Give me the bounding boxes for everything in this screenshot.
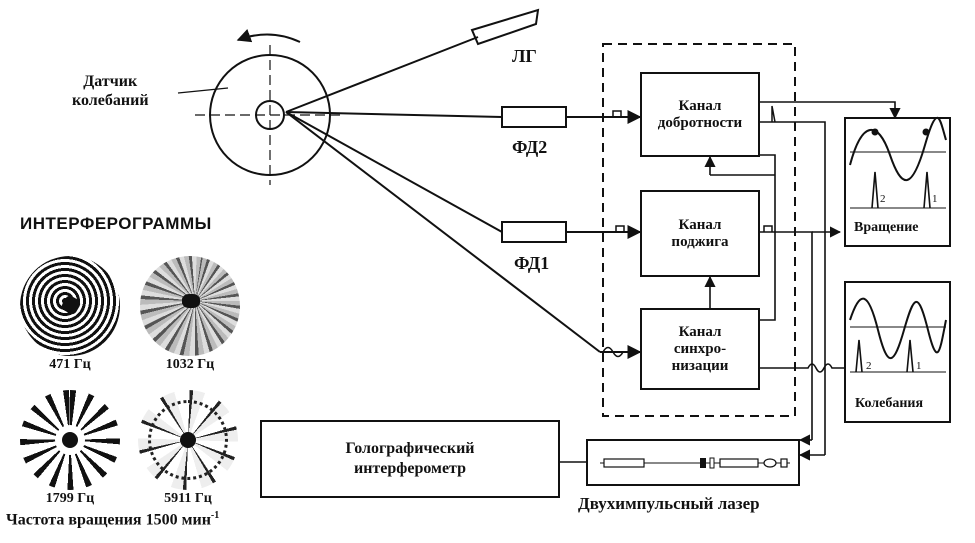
interferogram-2-image xyxy=(140,256,240,356)
holo-interferometer-block: Голографический интерферометр xyxy=(260,420,560,498)
photodiode-1-label: ФД1 xyxy=(514,253,550,273)
rotation-speed-text: Частота вращения 1500 мин xyxy=(6,511,211,529)
oscillation-scope xyxy=(844,281,951,423)
interferogram-1-freq: 471 Гц xyxy=(49,357,91,372)
photodiode-2 xyxy=(501,106,567,128)
interferogram-1-image xyxy=(20,256,120,356)
ignition-channel-block: Канал поджига xyxy=(640,190,760,277)
oscillation-scope-label: Колебания xyxy=(855,396,924,411)
oscillation-mark-1: 1 xyxy=(916,360,922,372)
interferogram-4-image xyxy=(138,390,238,490)
rotation-scope xyxy=(844,117,951,247)
rotation-speed-unit-exp: -1 xyxy=(210,510,220,521)
q-channel-block: Канал добротности xyxy=(640,72,760,157)
photodiode-2-label: ФД2 xyxy=(512,137,548,157)
laser-gun-label: ЛГ xyxy=(512,46,537,66)
double-pulse-laser-label: Двухимпульсный лазер xyxy=(578,494,760,513)
rotation-mark-2: 2 xyxy=(880,193,886,205)
sensor-pointer xyxy=(177,87,229,94)
ignition-channel-label: Канал поджига xyxy=(671,216,729,250)
interferograms-title: ИНТЕРФЕРОГРАММЫ xyxy=(20,214,212,233)
sync-channel-label: Канал синхро- низации xyxy=(671,323,729,374)
interferogram-3-freq: 1799 Гц xyxy=(45,491,95,506)
sync-channel-block: Канал синхро- низации xyxy=(640,308,760,390)
interferogram-2-freq: 1032 Гц xyxy=(165,357,215,372)
interferogram-3-image xyxy=(20,390,120,490)
q-channel-label: Канал добротности xyxy=(657,97,743,131)
vibration-sensor-disk xyxy=(195,45,345,185)
vibration-sensor-label: Датчик колебаний xyxy=(72,73,149,109)
photodiode-1 xyxy=(501,221,567,243)
electronics-enclosure xyxy=(602,43,796,417)
rotation-scope-label: Вращение xyxy=(854,220,919,235)
rotation-arrow xyxy=(236,29,301,43)
oscillation-mark-2: 2 xyxy=(866,360,872,372)
rotation-mark-1: 1 xyxy=(932,193,938,205)
holo-interferometer-label: Голографический интерферометр xyxy=(345,440,475,477)
rotation-speed-label: Частота вращения 1500 мин-1 xyxy=(6,510,219,529)
interferogram-4-freq: 5911 Гц xyxy=(164,491,212,506)
laser-gun-icon xyxy=(470,8,540,46)
